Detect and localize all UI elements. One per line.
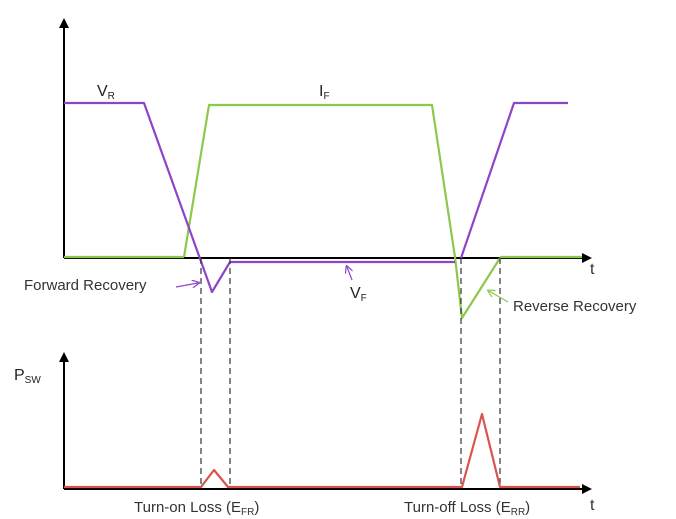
- switching-power-waveform: [64, 412, 580, 489]
- forward-current-waveform: [182, 103, 501, 320]
- turn-off-loss-label: Turn-off Loss (ERR): [404, 499, 530, 518]
- lower-t-axis-label: t: [590, 497, 595, 514]
- voltage-waveform-left: [64, 101, 455, 294]
- forward-recovery-label: Forward Recovery: [24, 277, 147, 294]
- vf-pointer-arrow: [347, 267, 352, 281]
- reverse-recovery-label: Reverse Recovery: [513, 298, 637, 315]
- vr-label: VR: [97, 83, 115, 102]
- vf-label: VF: [350, 285, 367, 304]
- if-label: IF: [319, 83, 330, 102]
- psw-label: PSW: [14, 367, 41, 386]
- forward-recovery-arrow: [175, 283, 198, 287]
- turn-on-loss-label: Turn-on Loss (EFR): [134, 499, 259, 518]
- reverse-recovery-arrow: [489, 291, 509, 303]
- upper-t-axis-label: t: [590, 261, 595, 278]
- voltage-waveform-right: [459, 101, 568, 259]
